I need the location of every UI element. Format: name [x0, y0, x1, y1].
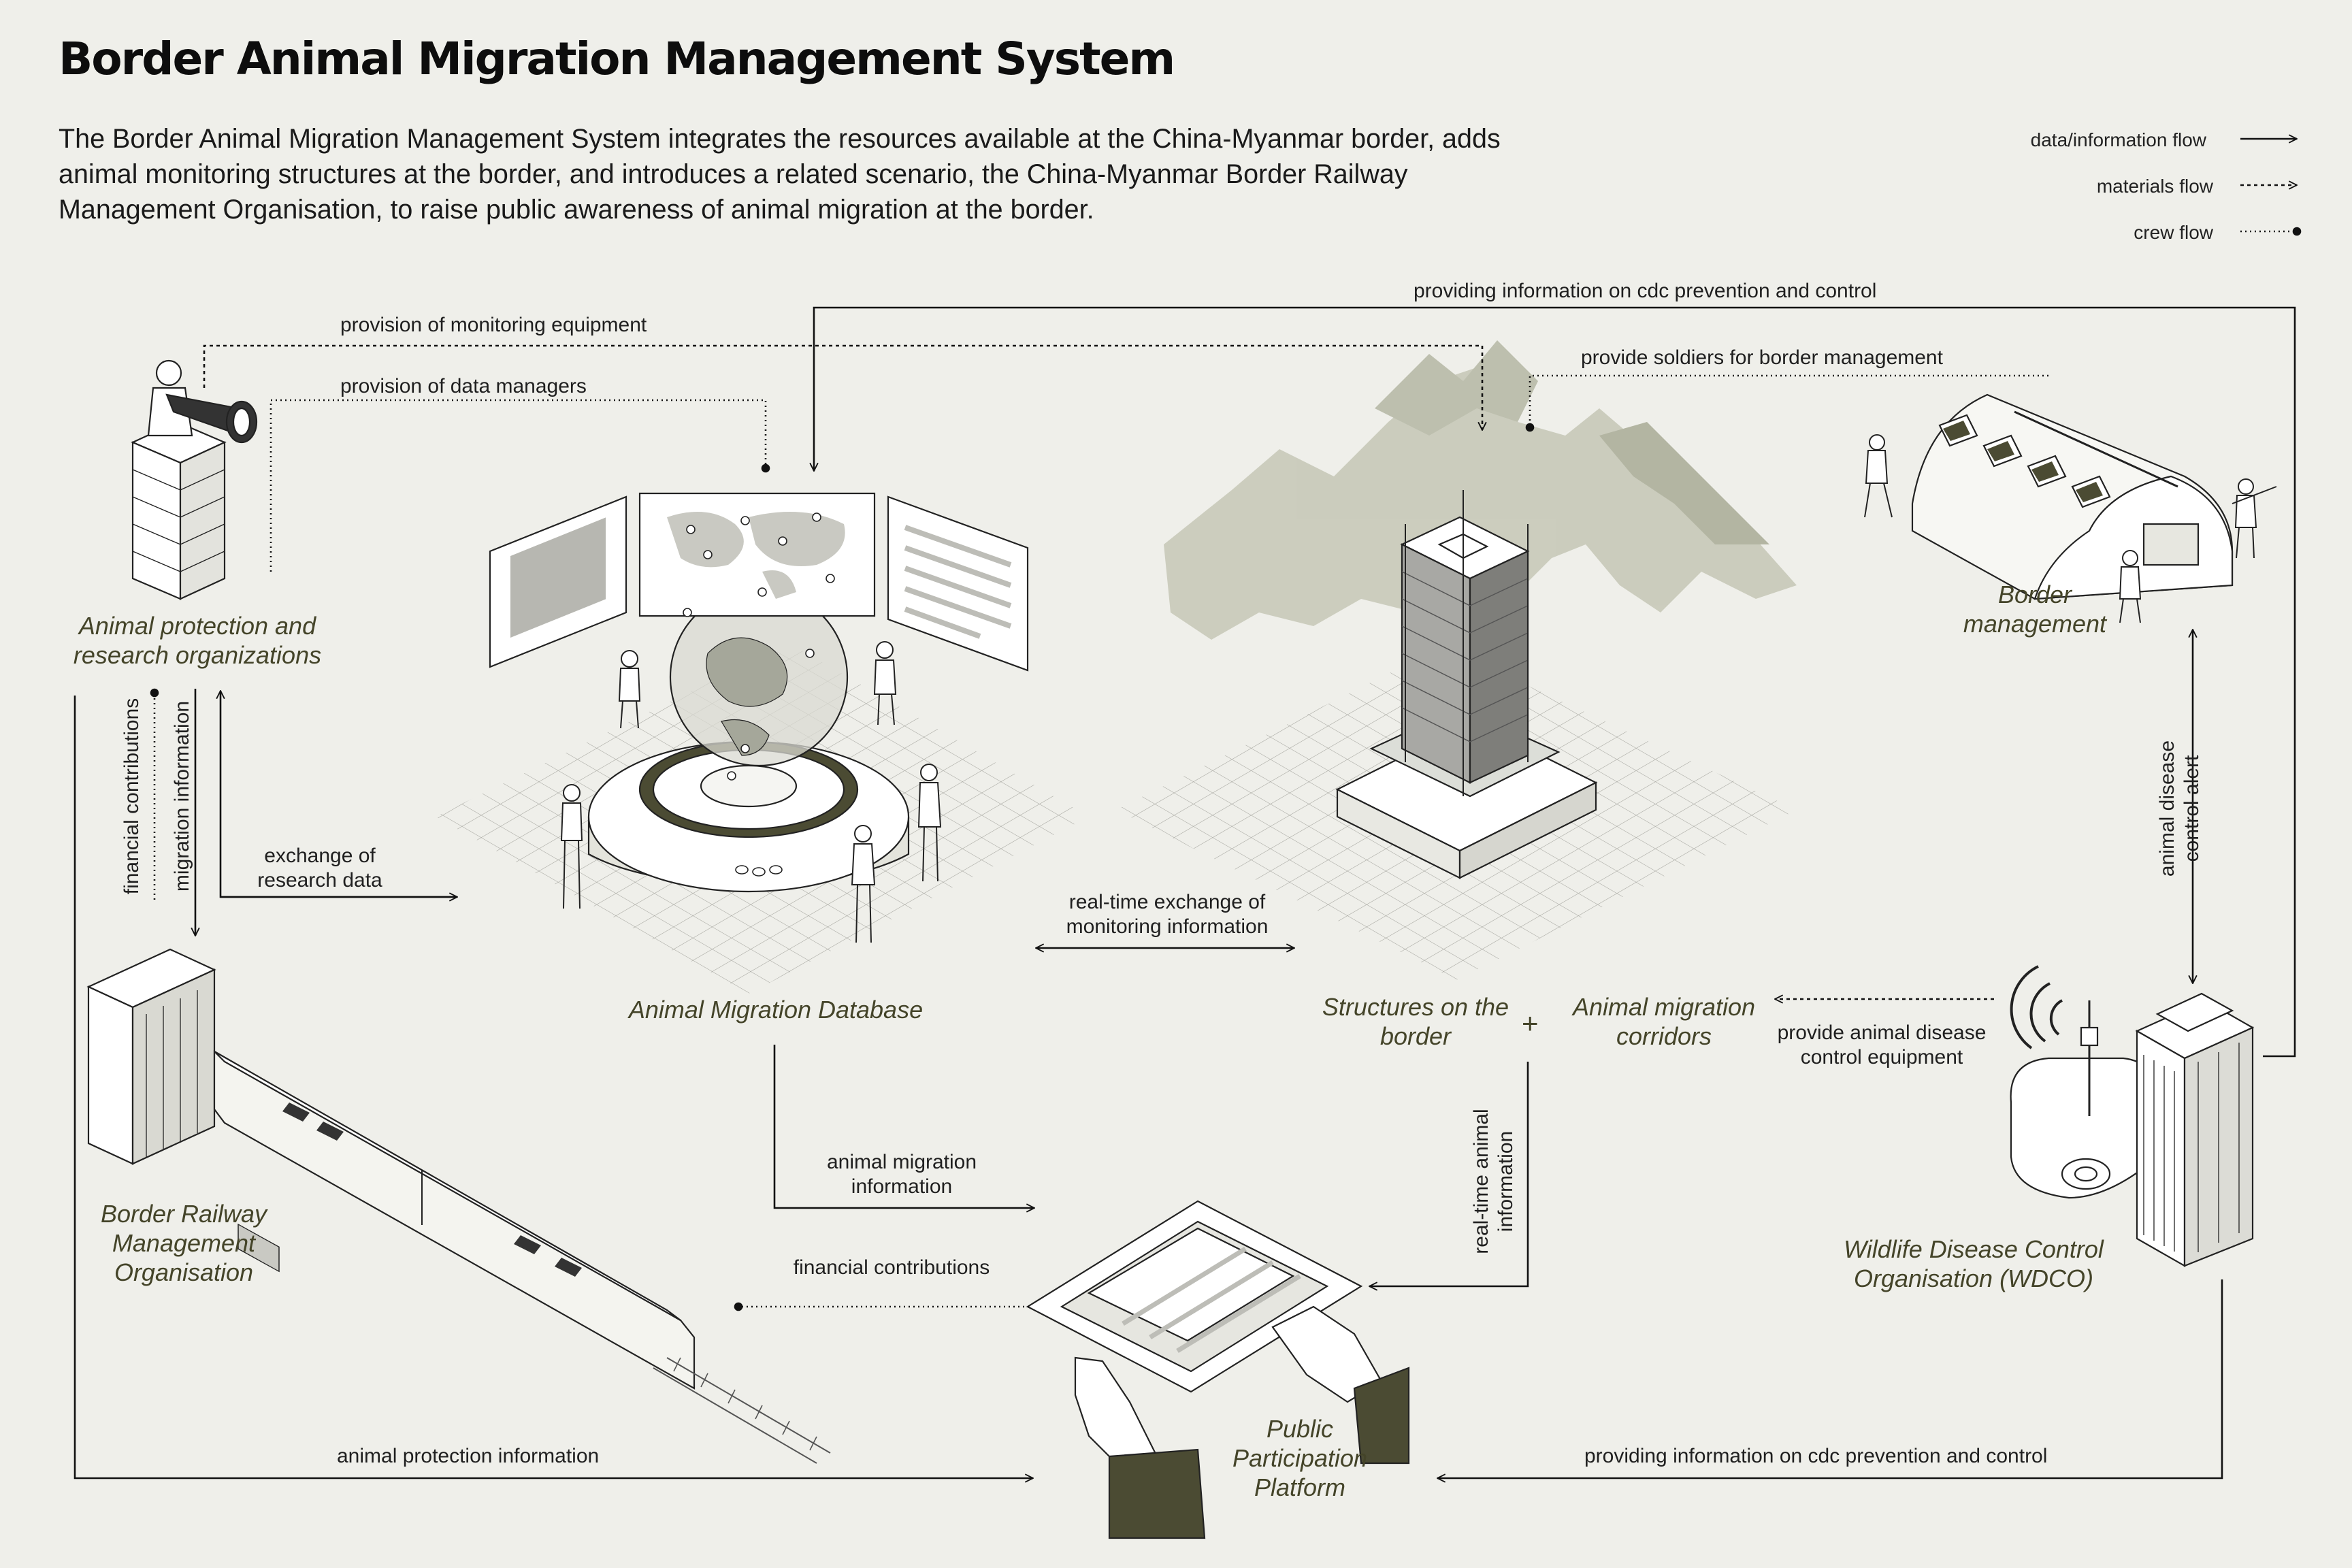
research-organization-illustration: [131, 359, 258, 600]
legend-crew-label: crew flow: [2134, 222, 2213, 243]
database-illustration: [489, 492, 1029, 943]
border-structure-illustration: [1335, 490, 1598, 879]
label-border-management: Border management: [1963, 581, 2107, 638]
label-public-platform: Public Participation Platform: [1232, 1415, 1368, 1501]
flow-cdc-top: [814, 306, 2296, 1058]
flow-protection-info: [74, 696, 1033, 1478]
flow-lines: [74, 306, 2296, 1478]
flow-label-data-managers: provision of data managers: [340, 375, 587, 397]
flow-label-financial-vertical: financial contributions: [120, 698, 143, 895]
mountain-illustration: [1164, 340, 1797, 640]
flow-label-migration-info: animal migration information: [826, 1151, 977, 1198]
flow-cdc-bottom: [1437, 1279, 2223, 1478]
flow-realtime-animal: [1369, 1062, 1529, 1286]
intro-paragraph: The Border Animal Migration Management S…: [59, 124, 1501, 225]
label-database: Animal Migration Database: [628, 996, 924, 1024]
label-railway: Border Railway Management Organisation: [100, 1200, 267, 1286]
flow-label-cdc-top: providing information on cdc prevention …: [1414, 280, 1877, 302]
flow-label-realtime-exchange: real-time exchange of monitoring informa…: [1066, 891, 1269, 938]
label-corridors: Animal migration corridors: [1572, 993, 1756, 1050]
flow-label-realtime-animal: real-time animal information: [1470, 1109, 1517, 1254]
label-structures: Structures on the border: [1322, 993, 1509, 1050]
label-wdco: Wildlife Disease Control Organisation (W…: [1844, 1235, 2104, 1292]
border-management-illustration: [1864, 393, 2277, 623]
flow-label-exchange-research: exchange of research data: [257, 845, 382, 892]
flow-label-disease-equipment: provide animal disease control equipment: [1777, 1022, 1987, 1068]
plus-sign: +: [1522, 1007, 1539, 1039]
flow-label-cdc-bottom: providing information on cdc prevention …: [1584, 1445, 2048, 1467]
flow-monitoring-equipment: [203, 344, 1482, 430]
flow-label-monitoring-equipment: provision of monitoring equipment: [340, 314, 647, 336]
flow-label-protection-info: animal protection information: [337, 1445, 600, 1467]
flow-label-migration-vertical: migration information: [171, 700, 193, 892]
label-animal-protection: Animal protection and research organizat…: [73, 612, 322, 669]
legend-materials-label: materials flow: [2096, 176, 2213, 197]
flow-soldiers: [1525, 374, 2048, 432]
legend-data-label: data/information flow: [2030, 129, 2206, 150]
railway-illustration: [86, 948, 831, 1464]
flow-data-managers: [270, 399, 770, 572]
flow-label-financial: financial contributions: [793, 1256, 990, 1279]
legend-samples: [2240, 139, 2302, 236]
flow-label-soldiers: provide soldiers for border management: [1581, 346, 1943, 369]
wdco-illustration: [2010, 965, 2255, 1267]
public-platform-illustration: [1026, 1200, 1410, 1539]
flow-migration-info: [773, 1045, 1034, 1208]
flow-label-disease-alert: animal disease control alert: [2156, 740, 2203, 877]
page-title: Border Animal Migration Management Syste…: [59, 33, 1175, 85]
